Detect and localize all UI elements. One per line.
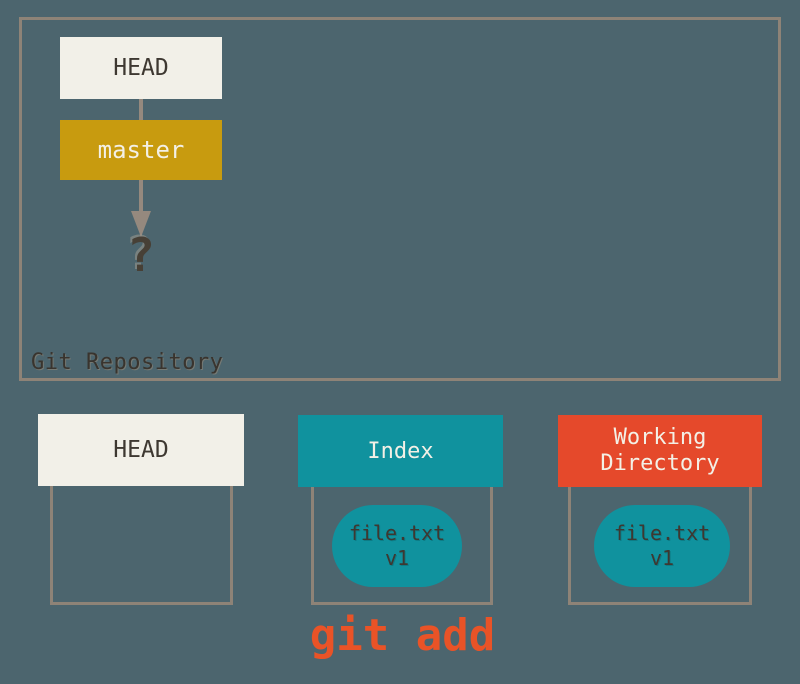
working-directory-column-title: Working Directory xyxy=(600,425,720,476)
working-directory-file-node: file.txt v1 xyxy=(594,505,730,587)
index-column-area xyxy=(311,487,493,605)
master-pointer-arrow-line xyxy=(139,180,143,213)
master-branch-label: master xyxy=(97,136,185,164)
working-directory-column-header: Working Directory xyxy=(558,415,762,487)
head-column-header: HEAD xyxy=(38,414,244,486)
git-repository-label: Git Repository xyxy=(31,350,224,375)
head-column-area xyxy=(50,486,233,605)
head-ref-label: HEAD xyxy=(113,55,169,81)
index-column-header: Index xyxy=(298,415,503,487)
git-repository-box xyxy=(19,17,781,381)
master-branch-box: master xyxy=(60,120,222,180)
index-file-node: file.txt v1 xyxy=(332,505,462,587)
head-to-master-connector xyxy=(139,99,143,120)
head-ref-box: HEAD xyxy=(60,37,222,99)
working-directory-column-area xyxy=(568,487,752,605)
index-column-title: Index xyxy=(367,438,434,464)
head-column-title: HEAD xyxy=(113,437,169,463)
git-add-command-label: git add xyxy=(309,610,496,661)
master-pointer-arrow-head xyxy=(131,211,151,237)
unknown-commit-mark: ? xyxy=(127,228,155,282)
